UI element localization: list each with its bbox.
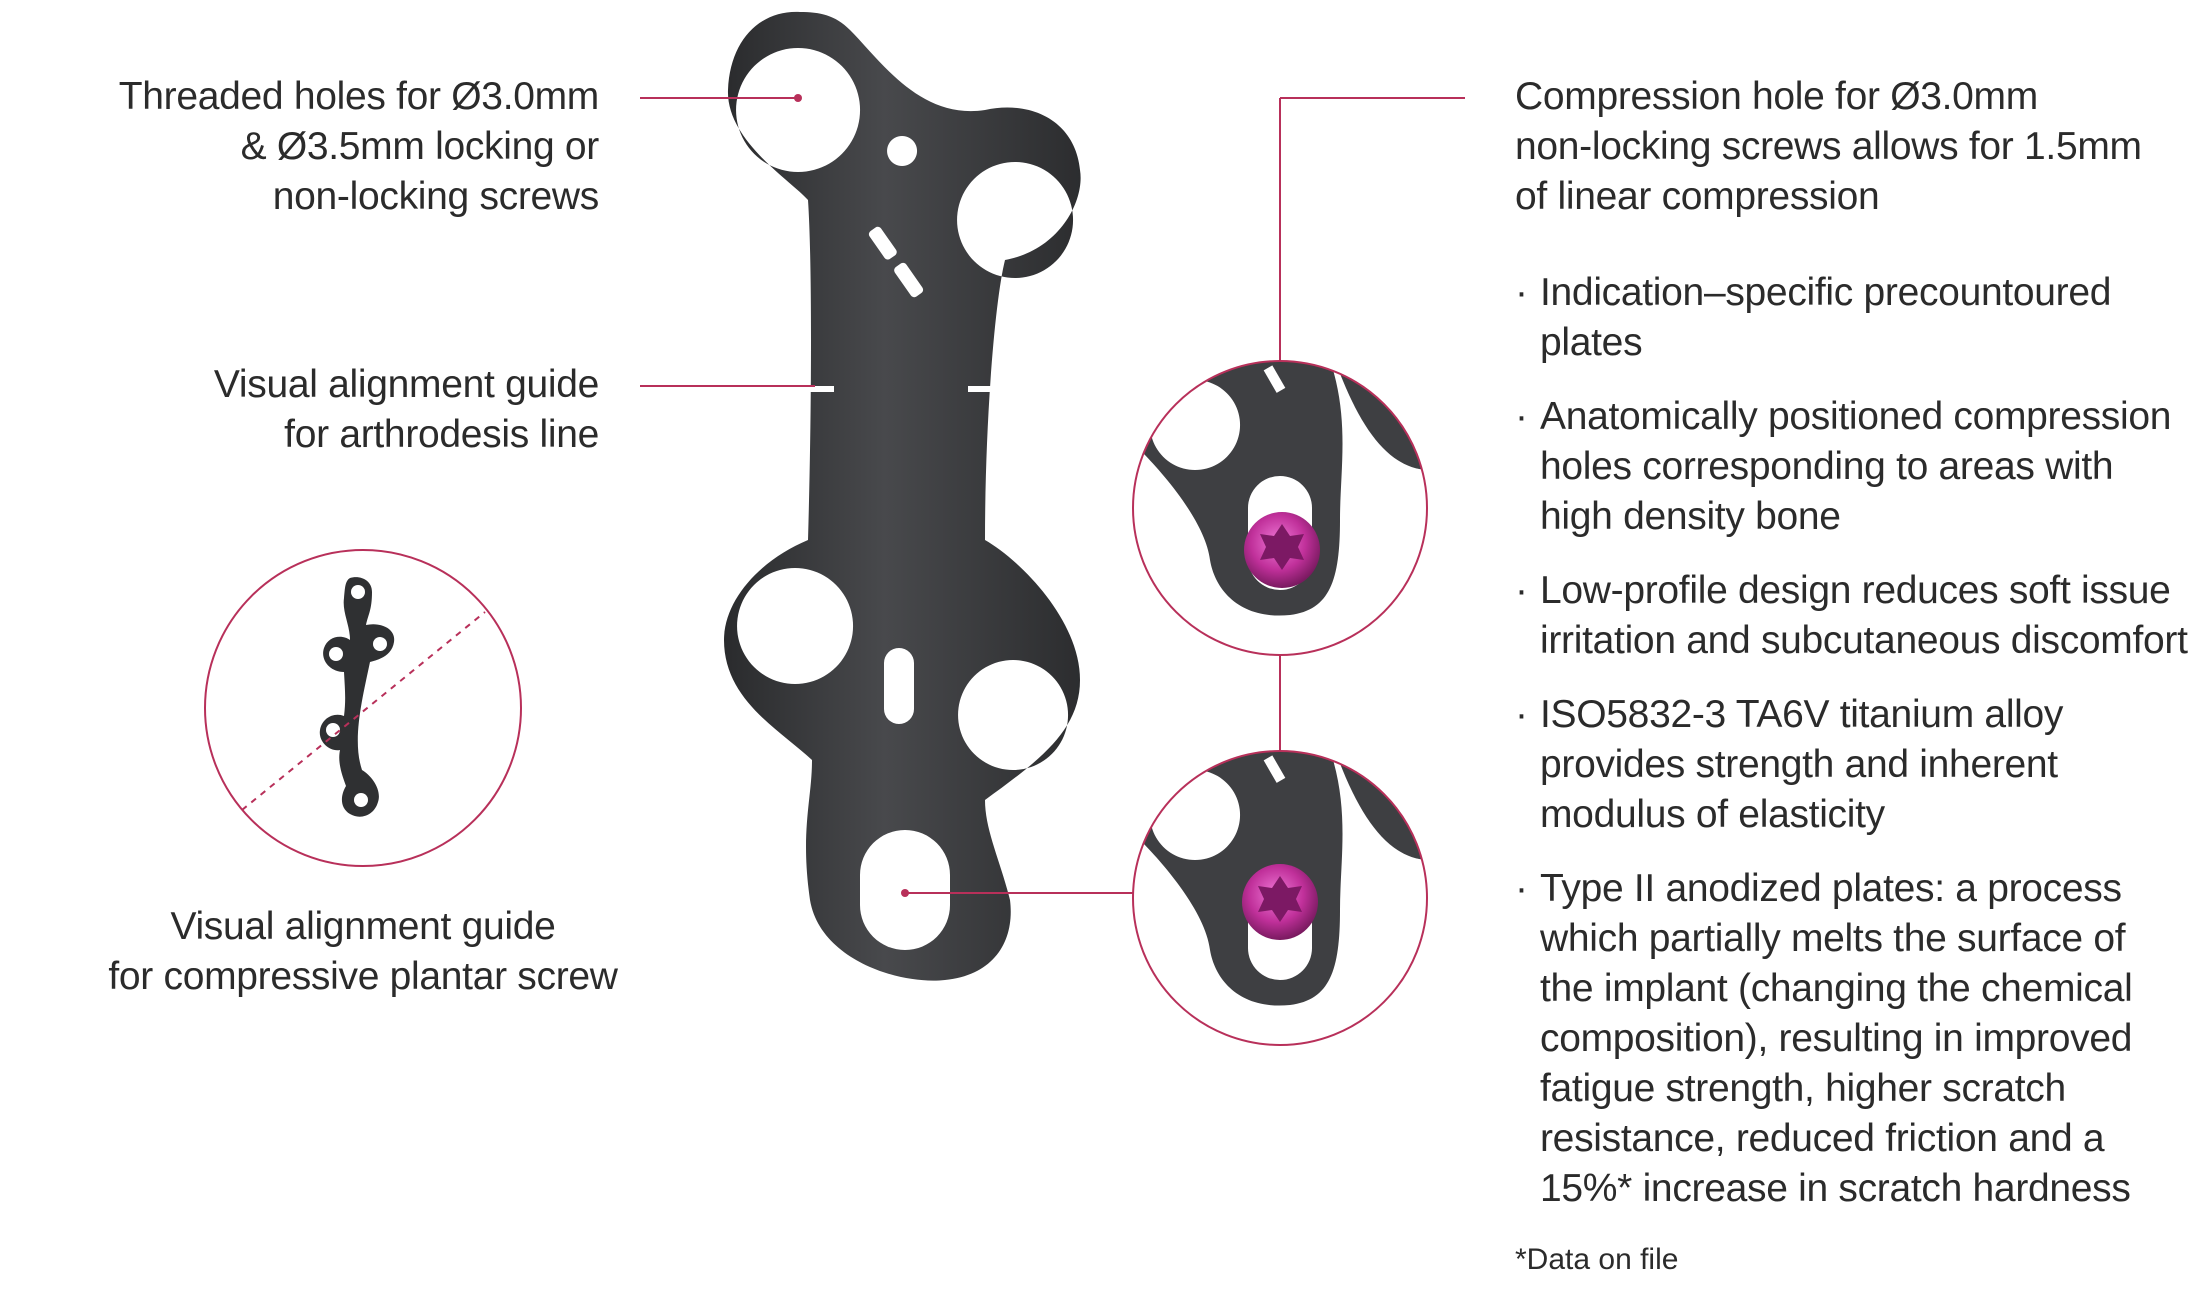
zoom-detail-after <box>1132 750 1428 1046</box>
callout-text-line: & Ø3.5mm locking or <box>240 125 600 168</box>
slash-logo-icon <box>868 226 924 298</box>
callout-text-line: Visual alignment guide <box>170 905 556 948</box>
callout-text-line: Threaded holes for Ø3.0mm <box>118 75 600 118</box>
leader-dot-threaded-hole <box>794 94 802 102</box>
plate-side-view <box>319 577 395 817</box>
side-view-inset <box>204 549 522 867</box>
feature-text-line: composition), resulting in improved <box>1540 1017 2133 1060</box>
feature-text-line: modulus of elasticity <box>1540 793 1885 836</box>
feature-item: · Low-profile design reduces soft issue … <box>1515 566 2205 666</box>
callout-alignment-plantar: Visual alignment guide for compressive p… <box>62 902 664 1002</box>
leader-dot-compression-hole <box>901 889 909 897</box>
callout-text-line: non-locking screws <box>272 175 600 218</box>
bullet-glyph: · <box>1515 395 1528 438</box>
callout-text-line: non-locking screws allows for 1.5mm <box>1515 125 2142 168</box>
footnote: *Data on file <box>1515 1243 1679 1276</box>
feature-text-line: ISO5832-3 TA6V titanium alloy <box>1540 693 2064 736</box>
feature-item: · Type II anodized plates: a process whi… <box>1515 864 2205 1214</box>
callout-text-line: for compressive plantar screw <box>108 955 618 998</box>
feature-text-line: resistance, reduced friction and a <box>1540 1117 2105 1160</box>
bone-plate <box>724 11 1081 981</box>
callout-text-line: for arthrodesis line <box>284 413 599 456</box>
bullet-glyph: · <box>1515 693 1528 736</box>
bullet-glyph: · <box>1515 569 1528 612</box>
feature-item: · ISO5832-3 TA6V titanium alloy provides… <box>1515 690 2205 840</box>
leader-lines <box>640 97 1465 894</box>
feature-item: · Anatomically positioned compression ho… <box>1515 392 2205 542</box>
feature-text-line: Indication–specific precountoured <box>1540 271 2112 314</box>
feature-item: · Indication–specific precountoured plat… <box>1515 268 2205 368</box>
feature-text-line: the implant (changing the chemical <box>1540 967 2133 1010</box>
callout-threaded-holes: Threaded holes for Ø3.0mm & Ø3.5mm locki… <box>118 72 600 222</box>
zoom-detail-before <box>1132 360 1428 656</box>
feature-text-line: high density bone <box>1540 495 1841 538</box>
callout-text-line: of linear compression <box>1515 175 1880 218</box>
feature-text-line: irritation and subcutaneous discomfort <box>1540 619 2188 662</box>
feature-text-line: 15%* increase in scratch hardness <box>1540 1167 2131 1210</box>
callout-text-line: Compression hole for Ø3.0mm <box>1515 75 2038 118</box>
callout-alignment-arthrodesis: Visual alignment guide for arthrodesis l… <box>214 360 599 460</box>
feature-text-line: fatigue strength, higher scratch <box>1540 1067 2066 1110</box>
feature-text-line: Low-profile design reduces soft issue <box>1540 569 2171 612</box>
feature-text-line: Type II anodized plates: a process <box>1540 867 2122 910</box>
feature-text-line: plates <box>1540 321 1643 364</box>
callout-compression-hole: Compression hole for Ø3.0mm non-locking … <box>1515 72 2142 222</box>
feature-text-line: which partially melts the surface of <box>1540 917 2126 960</box>
bullet-glyph: · <box>1515 271 1528 314</box>
feature-list: · Indication–specific precountoured plat… <box>1515 268 2205 1238</box>
bullet-glyph: · <box>1515 867 1528 910</box>
feature-text-line: provides strength and inherent <box>1540 743 2058 786</box>
callout-text-line: Visual alignment guide <box>213 363 599 406</box>
feature-text-line: holes corresponding to areas with <box>1540 445 2114 488</box>
feature-text-line: Anatomically positioned compression <box>1540 395 2172 438</box>
